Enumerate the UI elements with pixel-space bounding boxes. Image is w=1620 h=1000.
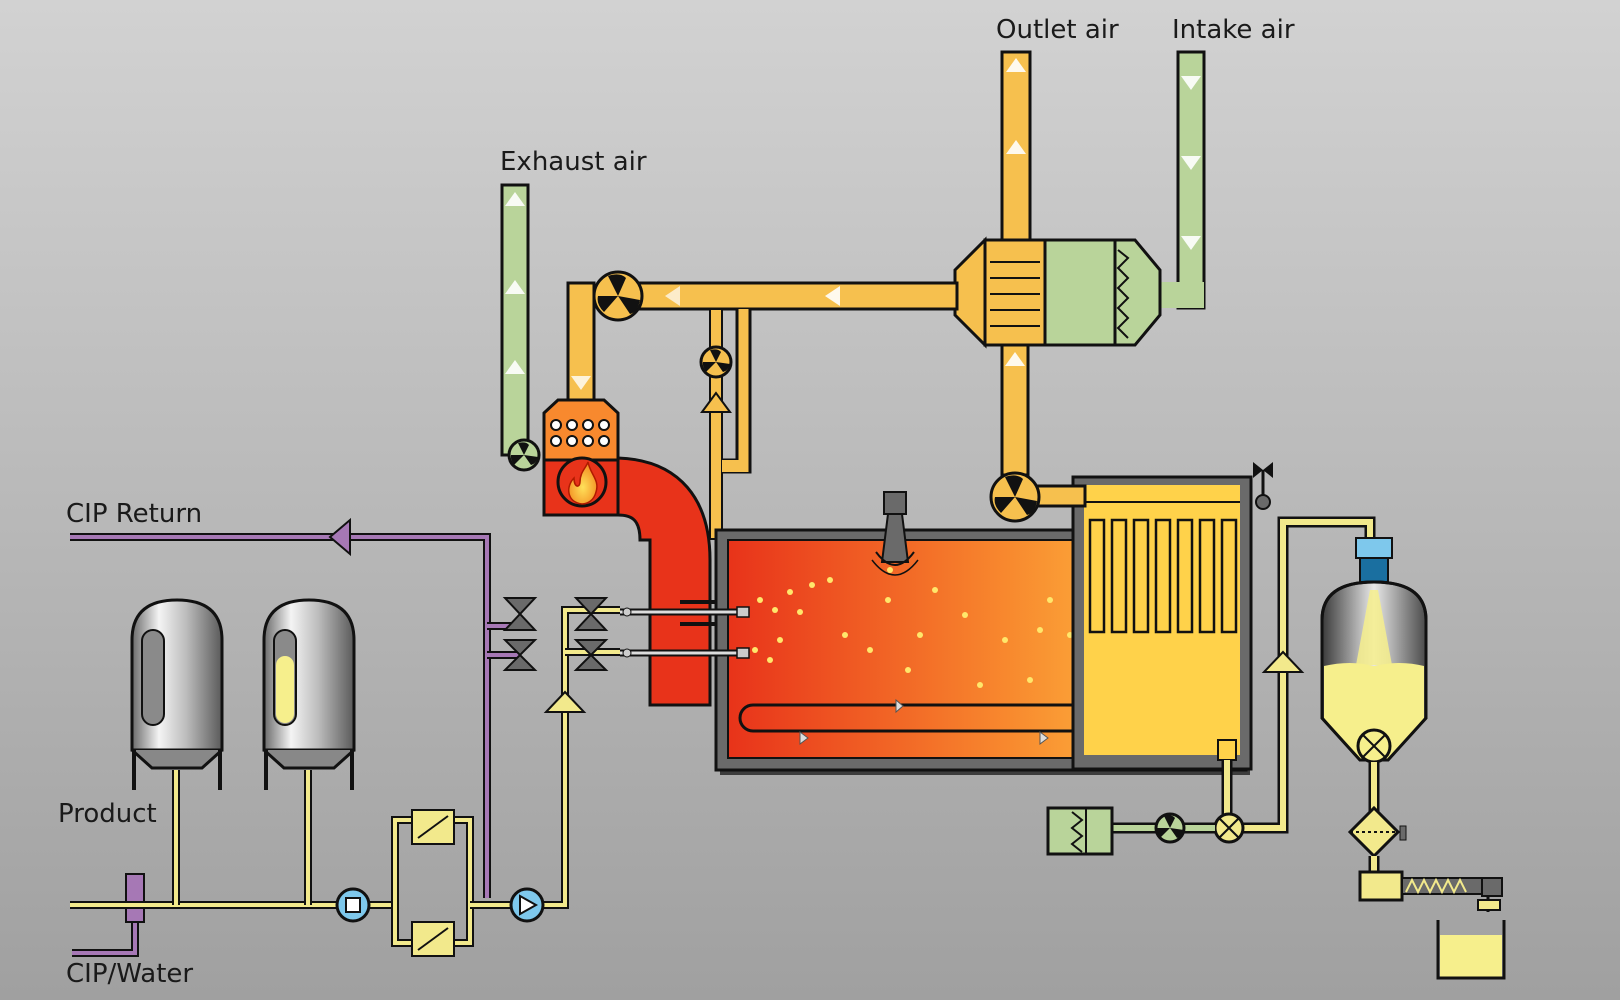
cip-return-label: CIP Return <box>66 499 202 529</box>
exhaust-air-label: Exhaust air <box>500 147 647 177</box>
fan-icon <box>989 462 1273 523</box>
pump-icon <box>335 887 371 923</box>
tank-icon <box>262 598 356 790</box>
flame-icon <box>568 461 598 505</box>
cip-return-line <box>70 517 520 898</box>
fan-icon <box>592 270 644 322</box>
nozzle-lances <box>620 606 750 659</box>
cip-water-label: CIP/Water <box>66 959 193 989</box>
intake-air-duct <box>1160 50 1206 310</box>
pump-icon <box>509 887 545 923</box>
screw-conveyor-icon <box>1358 870 1503 912</box>
tank-icon <box>130 598 224 790</box>
intake-air-label: Intake air <box>1172 15 1295 45</box>
valve-icon <box>502 597 609 671</box>
cyclone-icon <box>1320 537 1506 980</box>
exhaust-air-duct <box>500 183 541 472</box>
fan-icon <box>699 345 733 413</box>
outlet-air-label: Outlet air <box>996 15 1119 45</box>
burner-icon <box>542 398 620 517</box>
product-label: Product <box>58 799 157 829</box>
heat-exchanger-icon <box>953 236 1162 349</box>
cip-water-inlet <box>72 873 145 957</box>
powder-transport-line <box>1046 516 1376 856</box>
filter-section <box>1071 475 1253 771</box>
